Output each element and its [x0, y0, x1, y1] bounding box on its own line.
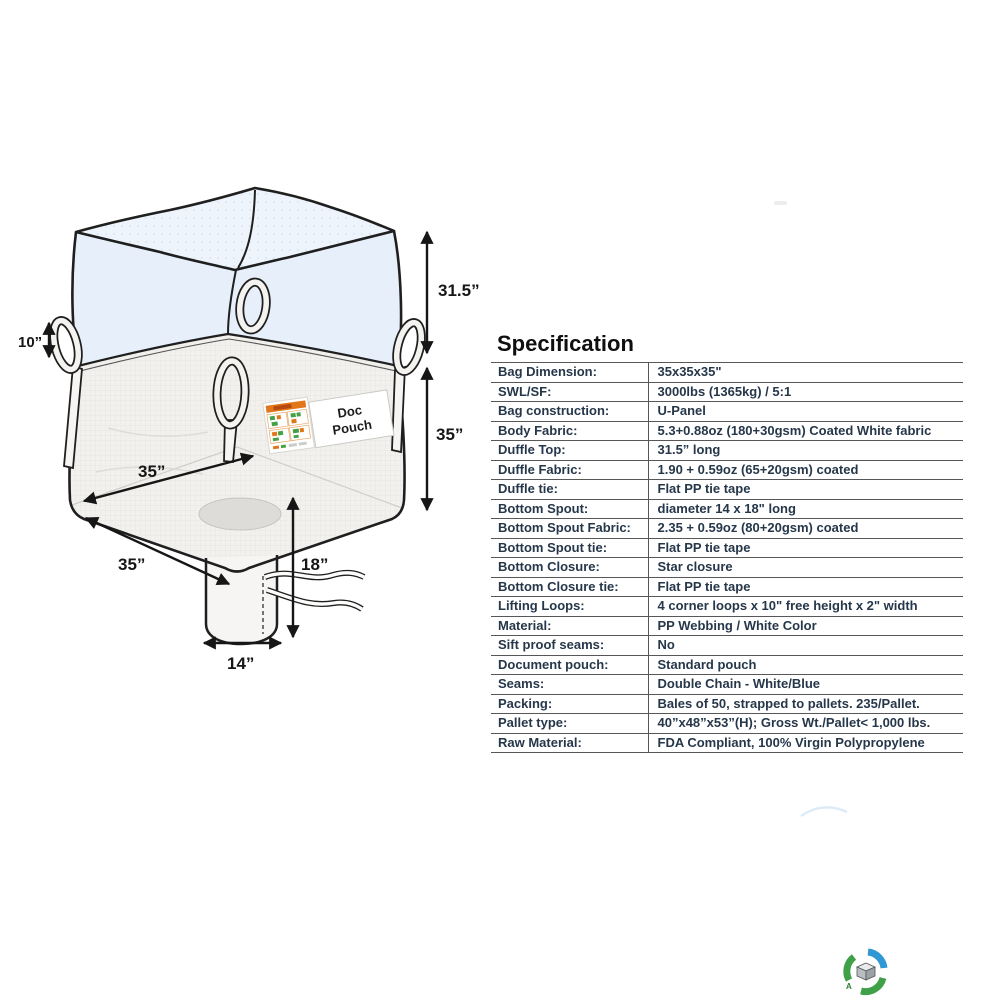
spec-row-value: 2.35 + 0.59oz (80+20gsm) coated: [648, 518, 963, 539]
spec-table-row: Pallet type: 40”x48”x53”(H); Gross Wt./P…: [491, 713, 963, 734]
lifting-loop-top-center: [235, 277, 271, 335]
spec-row-label: Bottom Closure tie:: [491, 576, 649, 597]
label-spout-diameter: 14”: [227, 654, 254, 673]
spec-table-row: Body Fabric: 5.3+0.88oz (180+30gsm) Coat…: [491, 420, 963, 441]
spec-row-value: 40”x48”x53”(H); Gross Wt./Pallet< 1,000 …: [648, 713, 963, 734]
spec-table-row: Duffle Fabric: 1.90 + 0.59oz (65+20gsm) …: [491, 459, 963, 480]
spec-row-value: 5.3+0.88oz (180+30gsm) Coated White fabr…: [648, 420, 963, 441]
warning-label-sticker: [262, 396, 315, 455]
bulk-bag-diagram: Doc Pouch 31.5” 35” 10” 35” 35” 18” 14”: [18, 186, 480, 673]
spec-row-value: Flat PP tie tape: [648, 479, 963, 500]
recycle-container-logo: A: [843, 948, 888, 996]
spec-row-label: Bottom Spout:: [491, 498, 649, 519]
spec-table-row: Seams: Double Chain - White/Blue: [491, 674, 963, 695]
spec-row-value: No: [648, 635, 963, 656]
spec-row-label: Duffle tie:: [491, 479, 649, 500]
label-duffle-top-height: 31.5”: [438, 281, 480, 300]
faint-watermark-arc: [800, 806, 848, 818]
spec-table-row: Lifting Loops: 4 corner loops x 10" free…: [491, 596, 963, 617]
spec-table-row: Bottom Closure tie: Flat PP tie tape: [491, 576, 963, 597]
logo-blue-arc: [867, 948, 888, 969]
spec-row-label: Material:: [491, 615, 649, 636]
specification-heading: Specification: [497, 331, 634, 356]
spec-table-row: Raw Material: FDA Compliant, 100% Virgin…: [491, 732, 963, 753]
spec-row-value: PP Webbing / White Color: [648, 615, 963, 636]
spec-table-row: Sift proof seams: No: [491, 635, 963, 656]
label-loop-height: 10”: [18, 334, 42, 351]
spec-row-value: Standard pouch: [648, 654, 963, 675]
spec-table-row: Duffle Top: 31.5” long: [491, 440, 963, 461]
arrow-base-width: [84, 516, 231, 586]
doc-pouch-text-line2: Pouch: [331, 417, 373, 438]
spout-opening-through-fabric: [198, 497, 282, 531]
arrow-top-width: [82, 452, 255, 505]
spec-table-row: SWL/SF: 3000lbs (1365kg) / 5:1: [491, 381, 963, 402]
spec-row-value: Flat PP tie tape: [648, 576, 963, 597]
logo-green-arc-left: [843, 954, 857, 982]
spec-row-label: Bottom Closure:: [491, 557, 649, 578]
spec-table-row: Bottom Spout Fabric: 2.35 + 0.59oz (80+2…: [491, 518, 963, 539]
spec-row-label: SWL/SF:: [491, 381, 649, 402]
spec-table-row: Material: PP Webbing / White Color: [491, 615, 963, 636]
spec-row-value: 35x35x35": [648, 362, 963, 383]
spec-row-value: 1.90 + 0.59oz (65+20gsm) coated: [648, 459, 963, 480]
spec-row-value: 3000lbs (1365kg) / 5:1: [648, 381, 963, 402]
spec-row-value: Double Chain - White/Blue: [648, 674, 963, 695]
spec-table-row: Bag Dimension: 35x35x35": [491, 362, 963, 383]
label-base-width: 35”: [118, 555, 145, 574]
spec-row-value: 4 corner loops x 10" free height x 2" wi…: [648, 596, 963, 617]
spec-row-value: Flat PP tie tape: [648, 537, 963, 558]
spec-row-label: Duffle Top:: [491, 440, 649, 461]
label-top-width: 35”: [138, 462, 165, 481]
logo-letter: A: [846, 982, 852, 991]
spec-table-row: Bottom Spout: diameter 14 x 18" long: [491, 498, 963, 519]
specification-table: Bag Dimension: 35x35x35" SWL/SF: 3000lbs…: [491, 362, 963, 753]
spec-row-label: Bottom Spout tie:: [491, 537, 649, 558]
spec-row-label: Raw Material:: [491, 732, 649, 753]
spec-row-value: diameter 14 x 18" long: [648, 498, 963, 519]
lifting-loop-right: [391, 318, 426, 454]
scan-smudge: [774, 201, 787, 205]
doc-pouch-text-line1: Doc: [336, 402, 363, 421]
spec-row-value: 31.5” long: [648, 440, 963, 461]
spec-table-body: Bag Dimension: 35x35x35" SWL/SF: 3000lbs…: [491, 362, 963, 753]
logo-container-box: [856, 962, 876, 981]
spec-row-label: Bag Dimension:: [491, 362, 649, 383]
spec-row-label: Lifting Loops:: [491, 596, 649, 617]
label-body-height: 35”: [436, 425, 463, 444]
bag-body-outline: [68, 365, 406, 573]
spec-table-row: Packing: Bales of 50, strapped to pallet…: [491, 693, 963, 714]
spec-row-label: Duffle Fabric:: [491, 459, 649, 480]
spec-table-row: Bottom Closure: Star closure: [491, 557, 963, 578]
spec-row-label: Body Fabric:: [491, 420, 649, 441]
spec-table-row: Bag construction: U-Panel: [491, 401, 963, 422]
label-spout-length: 18”: [301, 555, 328, 574]
spec-row-label: Packing:: [491, 693, 649, 714]
doc-pouch-label: Doc Pouch: [308, 389, 395, 449]
spec-table-row: Document pouch: Standard pouch: [491, 654, 963, 675]
lifting-loop-left: [49, 316, 83, 470]
spec-row-label: Document pouch:: [491, 654, 649, 675]
spec-row-label: Bottom Spout Fabric:: [491, 518, 649, 539]
lifting-loop-front-center: [212, 356, 250, 463]
bottom-spout: [204, 555, 279, 646]
spec-row-value: U-Panel: [648, 401, 963, 422]
spec-row-value: FDA Compliant, 100% Virgin Polypropylene: [648, 732, 963, 753]
spec-row-label: Sift proof seams:: [491, 635, 649, 656]
dimension-arrows: [42, 230, 434, 650]
spec-row-value: Star closure: [648, 557, 963, 578]
logo-green-arc-bottom: [860, 976, 887, 996]
spec-table-row: Duffle tie: Flat PP tie tape: [491, 479, 963, 500]
spec-row-label: Seams:: [491, 674, 649, 695]
spout-tie-tapes: [263, 569, 366, 612]
spec-row-value: Bales of 50, strapped to pallets. 235/Pa…: [648, 693, 963, 714]
spec-row-label: Pallet type:: [491, 713, 649, 734]
spec-row-label: Bag construction:: [491, 401, 649, 422]
spec-table-row: Bottom Spout tie: Flat PP tie tape: [491, 537, 963, 558]
specification-panel: Specification Bag Dimension: 35x35x35" S…: [491, 331, 963, 753]
